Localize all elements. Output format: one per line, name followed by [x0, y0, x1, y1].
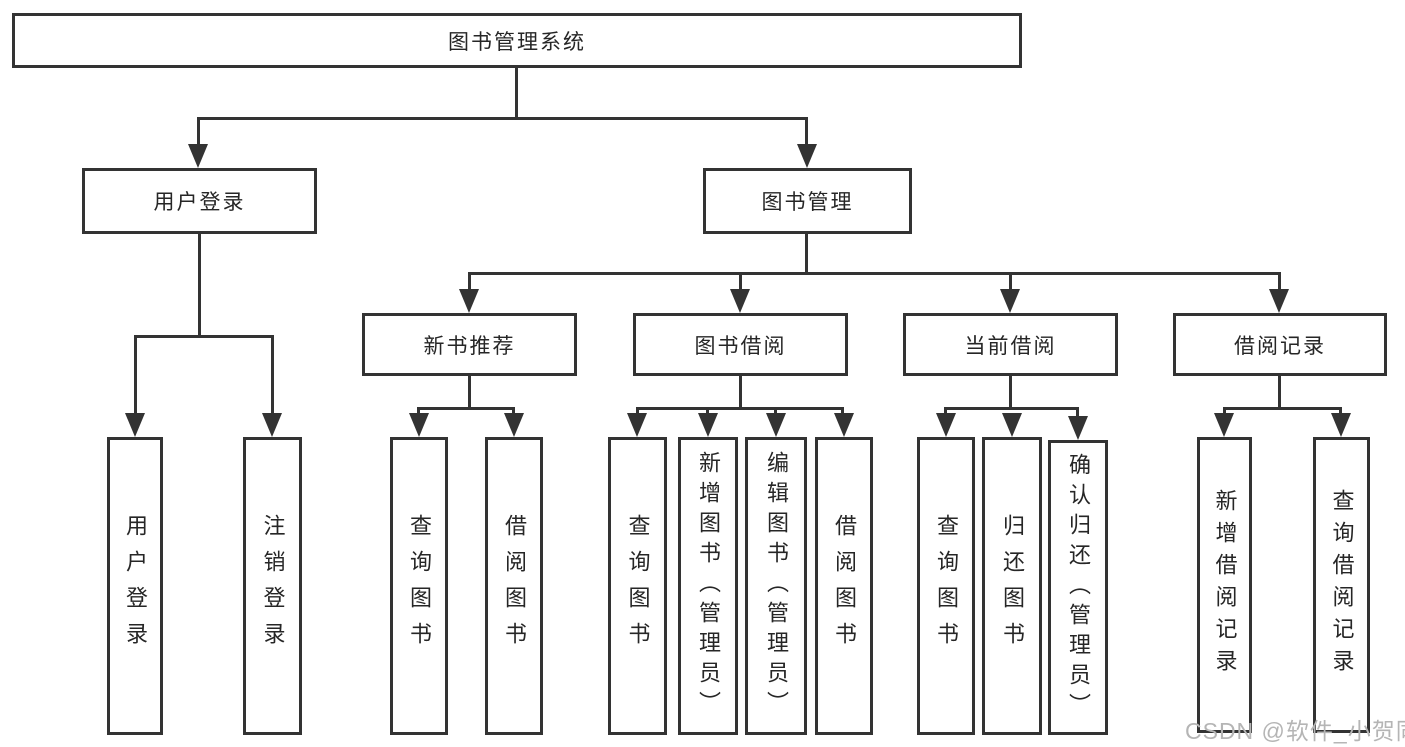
connector-arrow: [1002, 413, 1022, 437]
connector-line: [1009, 272, 1012, 295]
leaf-add-borrow-record-label: 新增借阅记录: [1212, 489, 1238, 681]
node-user-login: 用户登录: [82, 168, 317, 234]
leaf-query-books-3: 查询图书: [917, 437, 975, 735]
connector-arrow: [1269, 289, 1289, 313]
connector-line: [417, 407, 515, 410]
connector-arrow: [766, 413, 786, 437]
connector-line: [468, 272, 471, 295]
connector-line: [944, 407, 1079, 410]
node-new-book-recommend: 新书推荐: [362, 313, 577, 376]
connector-line: [134, 335, 137, 418]
connector-arrow: [1000, 289, 1020, 313]
leaf-return-books: 归还图书: [982, 437, 1042, 735]
connector-arrow: [1068, 416, 1088, 440]
connector-line: [198, 234, 201, 335]
connector-line: [1009, 376, 1012, 410]
connector-line: [197, 117, 808, 120]
connector-arrow: [797, 144, 817, 168]
leaf-borrow-books-2-label: 借阅图书: [832, 514, 857, 658]
connector-line: [197, 117, 200, 150]
node-new-book-recommend-label: 新书推荐: [423, 334, 516, 358]
leaf-edit-books-admin-label: 编辑图书（管理员）: [764, 451, 789, 721]
connector-line: [1278, 376, 1281, 410]
node-borrow-records: 借阅记录: [1173, 313, 1387, 376]
connector-arrow: [1331, 413, 1351, 437]
connector-line: [271, 335, 274, 418]
leaf-query-borrow-record-label: 查询借阅记录: [1329, 489, 1355, 681]
leaf-logout-label: 注销登录: [260, 514, 286, 658]
connector-line: [1076, 407, 1079, 420]
leaf-query-books-2: 查询图书: [608, 437, 667, 735]
connector-arrow: [504, 413, 524, 437]
connector-line: [134, 335, 274, 338]
node-borrow-records-label: 借阅记录: [1234, 334, 1326, 358]
connector-arrow: [188, 144, 208, 168]
leaf-logout: 注销登录: [243, 437, 302, 735]
connector-arrow: [936, 413, 956, 437]
leaf-query-books-1: 查询图书: [390, 437, 448, 735]
connector-arrow: [125, 413, 145, 437]
leaf-query-books-2-label: 查询图书: [625, 514, 651, 658]
leaf-user-login-label: 用户登录: [123, 514, 148, 658]
connector-line: [805, 234, 808, 272]
connector-line: [1278, 272, 1281, 295]
connector-arrow: [698, 413, 718, 437]
leaf-add-borrow-record: 新增借阅记录: [1197, 437, 1252, 733]
leaf-edit-books-admin: 编辑图书（管理员）: [745, 437, 807, 735]
node-current-borrow-label: 当前借阅: [964, 334, 1057, 358]
connector-arrow: [627, 413, 647, 437]
connector-arrow: [1214, 413, 1234, 437]
leaf-borrow-books-1-label: 借阅图书: [502, 514, 527, 658]
leaf-return-books-label: 归还图书: [1000, 514, 1025, 658]
connector-arrow: [834, 413, 854, 437]
node-book-management: 图书管理: [703, 168, 912, 234]
connector-line: [636, 407, 844, 410]
connector-arrow: [262, 413, 282, 437]
node-book-borrow: 图书借阅: [633, 313, 848, 376]
leaf-borrow-books-2: 借阅图书: [815, 437, 873, 735]
leaf-add-books-admin-label: 新增图书（管理员）: [696, 451, 721, 721]
leaf-query-books-3-label: 查询图书: [934, 514, 959, 658]
connector-arrow: [730, 289, 750, 313]
connector-line: [1223, 407, 1342, 410]
leaf-borrow-books-1: 借阅图书: [485, 437, 543, 735]
node-current-borrow: 当前借阅: [903, 313, 1118, 376]
node-root: 图书管理系统: [12, 13, 1022, 68]
connector-line: [805, 117, 808, 150]
watermark-text: CSDN @软件_小贺同学: [1185, 718, 1405, 744]
connector-line: [515, 68, 518, 117]
leaf-query-borrow-record: 查询借阅记录: [1313, 437, 1370, 733]
connector-arrow: [459, 289, 479, 313]
connector-arrow: [409, 413, 429, 437]
connector-line: [739, 376, 742, 410]
leaf-add-books-admin: 新增图书（管理员）: [678, 437, 738, 735]
connector-line: [468, 376, 471, 410]
leaf-confirm-return-admin: 确认归还（管理员）: [1048, 440, 1108, 735]
connector-line: [739, 272, 742, 295]
node-user-login-label: 用户登录: [153, 191, 246, 214]
leaf-confirm-return-admin-label: 确认归还（管理员）: [1066, 452, 1091, 723]
node-book-management-label: 图书管理: [761, 191, 854, 214]
leaf-user-login: 用户登录: [107, 437, 163, 735]
connector-line: [468, 272, 1281, 275]
node-root-label: 图书管理系统: [448, 30, 586, 54]
leaf-query-books-1-label: 查询图书: [407, 514, 432, 658]
node-book-borrow-label: 图书借阅: [694, 334, 787, 358]
